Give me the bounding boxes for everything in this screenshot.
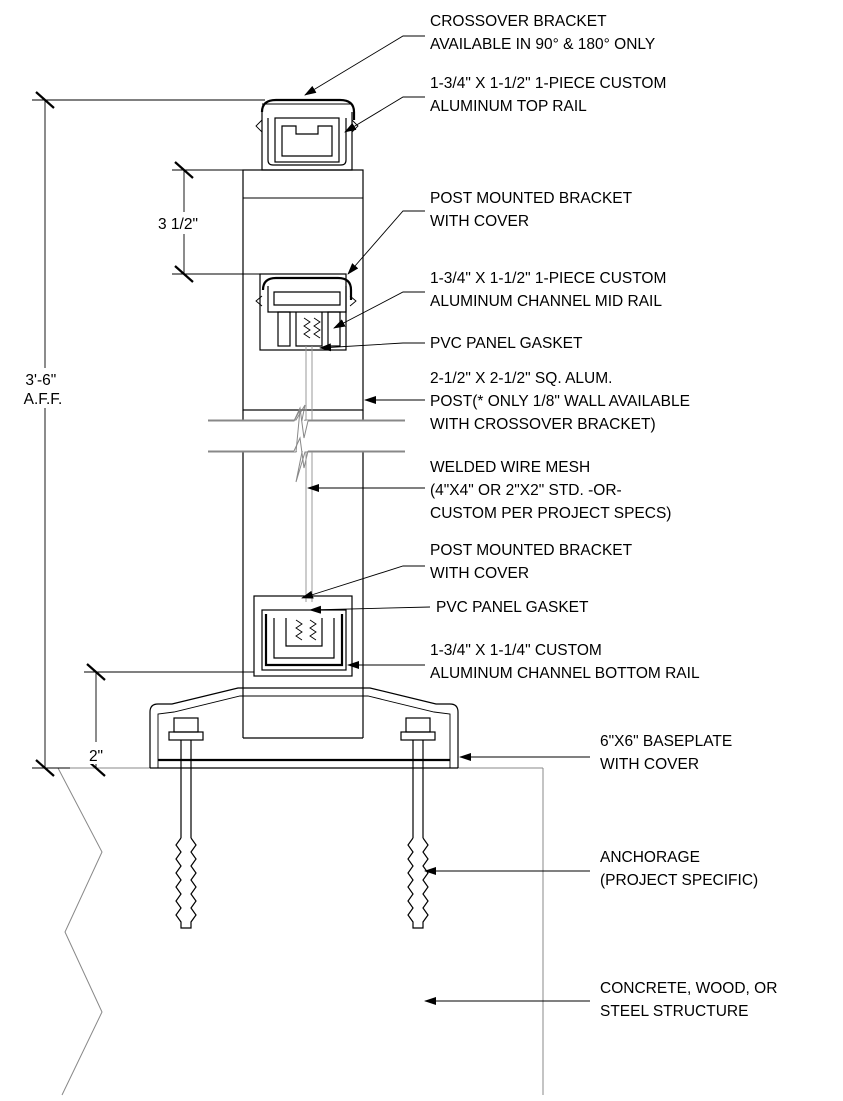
post-bracket-bottom-label: POST MOUNTED BRACKET WITH COVER — [430, 542, 636, 582]
overall-height-label: 3'-6" A.F.F. — [24, 372, 63, 408]
square-post — [242, 169, 364, 739]
leader-lines — [301, 35, 590, 1005]
mid-rail-label: 1-3/4" X 1-1/2" 1-PIECE CUSTOM ALUMINUM … — [430, 270, 671, 310]
top-rail — [255, 98, 359, 171]
gasket-bottom-label: PVC PANEL GASKET — [436, 599, 589, 616]
baseplate-label: 6"X6" BASEPLATE WITH COVER — [600, 733, 737, 773]
post-label: 2-1/2" X 2-1/2" SQ. ALUM. POST(* ONLY 1/… — [430, 370, 694, 433]
mesh-label: WELDED WIRE MESH (4"X4" OR 2"X2" STD. -O… — [430, 459, 671, 522]
leader-mid-rail — [333, 291, 425, 329]
overall-height-dimension — [32, 91, 265, 777]
bottom-rail-label: 1-3/4" X 1-1/4" CUSTOM ALUMINUM CHANNEL … — [430, 642, 700, 682]
top-offset-label: 3 1/2" — [158, 216, 198, 233]
bottom-offset-label: 2" — [89, 748, 103, 765]
post-bracket-top-label: POST MOUNTED BRACKET WITH COVER — [430, 190, 636, 230]
anchor-right — [400, 717, 436, 929]
leader-bracket-bottom — [301, 565, 425, 599]
leader-top-rail — [344, 96, 425, 133]
gasket-top-label: PVC PANEL GASKET — [430, 335, 583, 352]
anchor-left — [168, 717, 204, 929]
leader-gasket-top — [319, 342, 425, 352]
crossover-bracket-label: CROSSOVER BRACKET AVAILABLE IN 90° & 180… — [430, 13, 655, 53]
baseplate-cover — [149, 687, 459, 769]
mid-bracket — [255, 273, 357, 351]
bottom-bracket — [253, 595, 353, 677]
structure-break-line — [57, 767, 103, 1096]
top-rail-label: 1-3/4" X 1-1/2" 1-PIECE CUSTOM ALUMINUM … — [430, 75, 671, 115]
leader-crossover — [304, 35, 425, 96]
wire-mesh — [305, 346, 313, 602]
leader-bracket-top — [347, 210, 425, 275]
structure-outline — [57, 767, 544, 1096]
anchorage-label: ANCHORAGE (PROJECT SPECIFIC) — [600, 849, 758, 889]
leader-gasket-bottom — [309, 605, 431, 614]
break-lines — [200, 404, 415, 483]
structure-label: CONCRETE, WOOD, OR STEEL STRUCTURE — [600, 980, 782, 1020]
